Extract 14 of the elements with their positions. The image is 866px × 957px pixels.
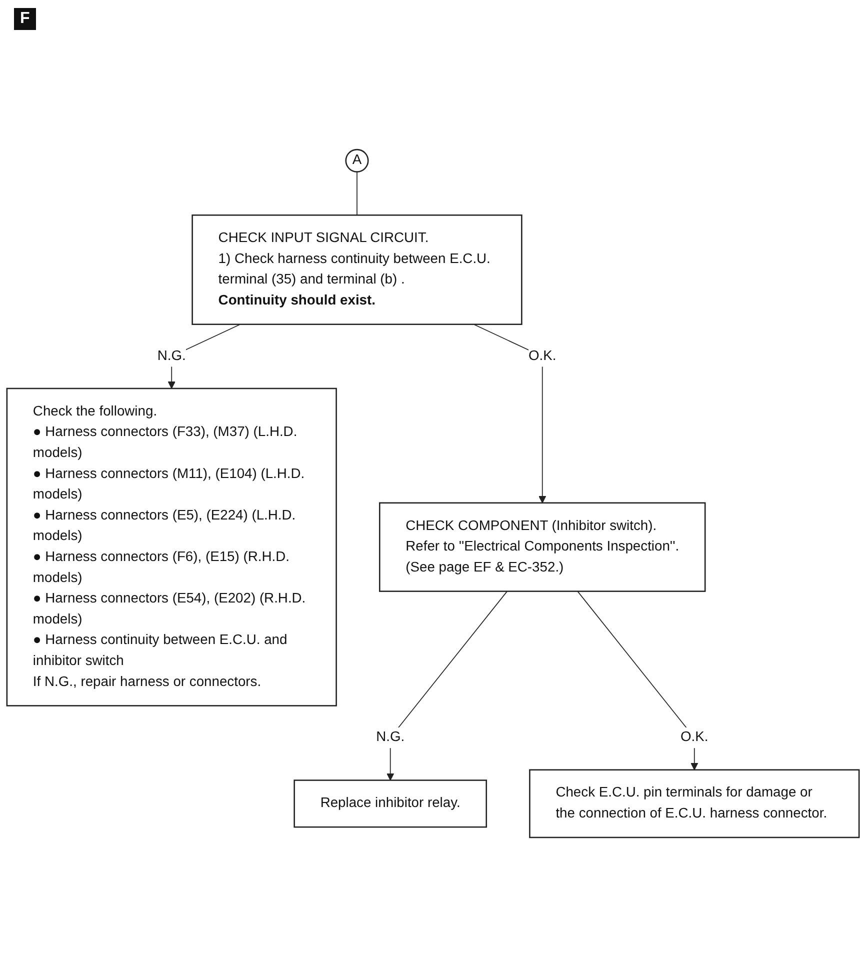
edge-label: O.K. [528,348,556,364]
arrow [577,590,698,770]
connector [356,171,358,216]
section-tag: F [14,8,36,30]
node-box: CHECK INPUT SIGNAL CIRCUIT. 1) Check harness continuity between E.C.U. terminal (35) and terminal (b) . Continuity should exist. [192,214,522,325]
node-box: Check the following. ● Harness connectors (F33), (M37) (L.H.D. models) ● Harness connectors (M11), (E104) (L.H.D. models) ● Harness connectors (E5), (E224) (L.H.D. models) ● Harness connectors (F6), (E15) (R.H.D. models) ● Harness connectors (E54), (E202) (R.H.D. models) ● Harness continuity between E.C.U. and inhibitor switch If N.G., repair harness or connectors. [6,388,337,706]
arrow [386,590,508,781]
node-box: CHECK COMPONENT (Inhibitor switch). Refer to ''Electrical Components Inspection''. (See page EF & EC-352.) [378,502,706,592]
node-box: Check E.C.U. pin terminals for damage or the connection of E.C.U. harness connector. [529,769,860,838]
edge-label: O.K. [680,730,708,745]
node-box: Replace inhibitor relay. [294,780,488,828]
edge-label: N.G. [376,730,405,745]
edge-label: N.G. [157,348,186,364]
node-circle: A [345,148,369,172]
